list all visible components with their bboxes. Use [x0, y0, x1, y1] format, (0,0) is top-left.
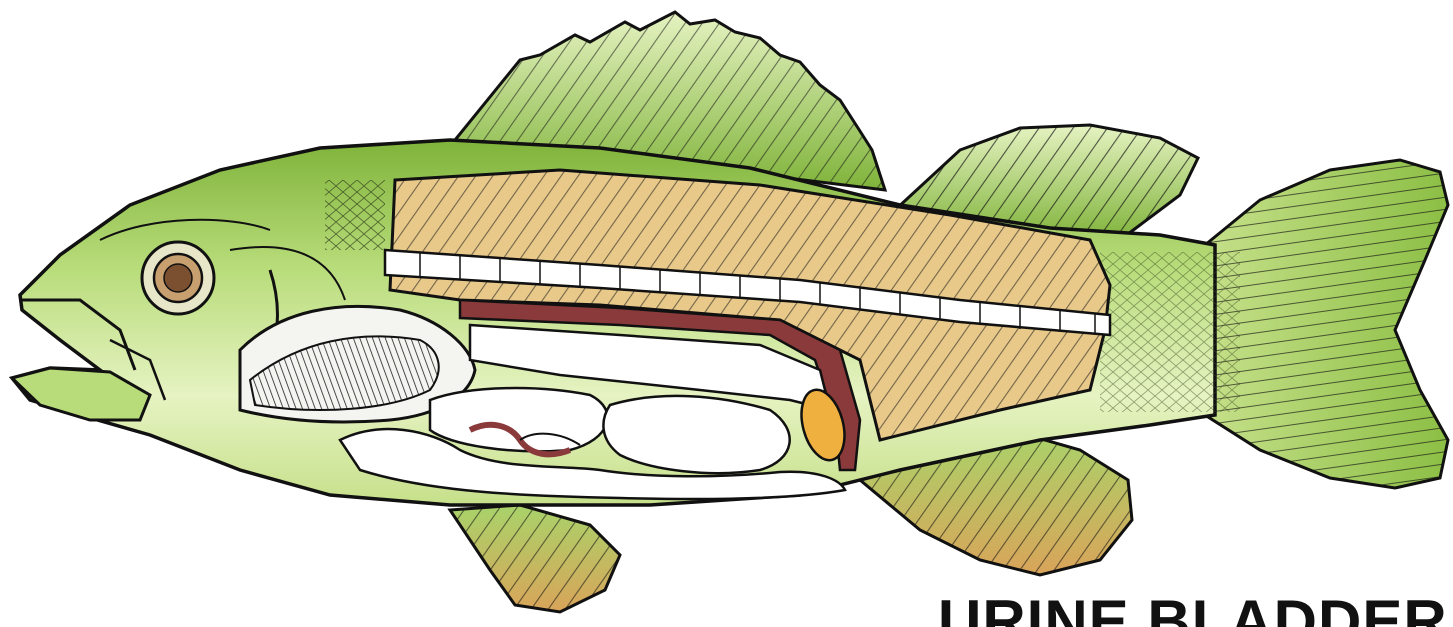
tail-fin: [1205, 160, 1448, 488]
urine-bladder-label: URINE BLADDER: [938, 592, 1448, 627]
eye: [142, 242, 214, 314]
pelvic-fin: [450, 505, 620, 612]
scales: [1100, 252, 1240, 412]
label-container: URINE BLADDER: [930, 585, 1453, 627]
scales-head: [325, 180, 385, 250]
